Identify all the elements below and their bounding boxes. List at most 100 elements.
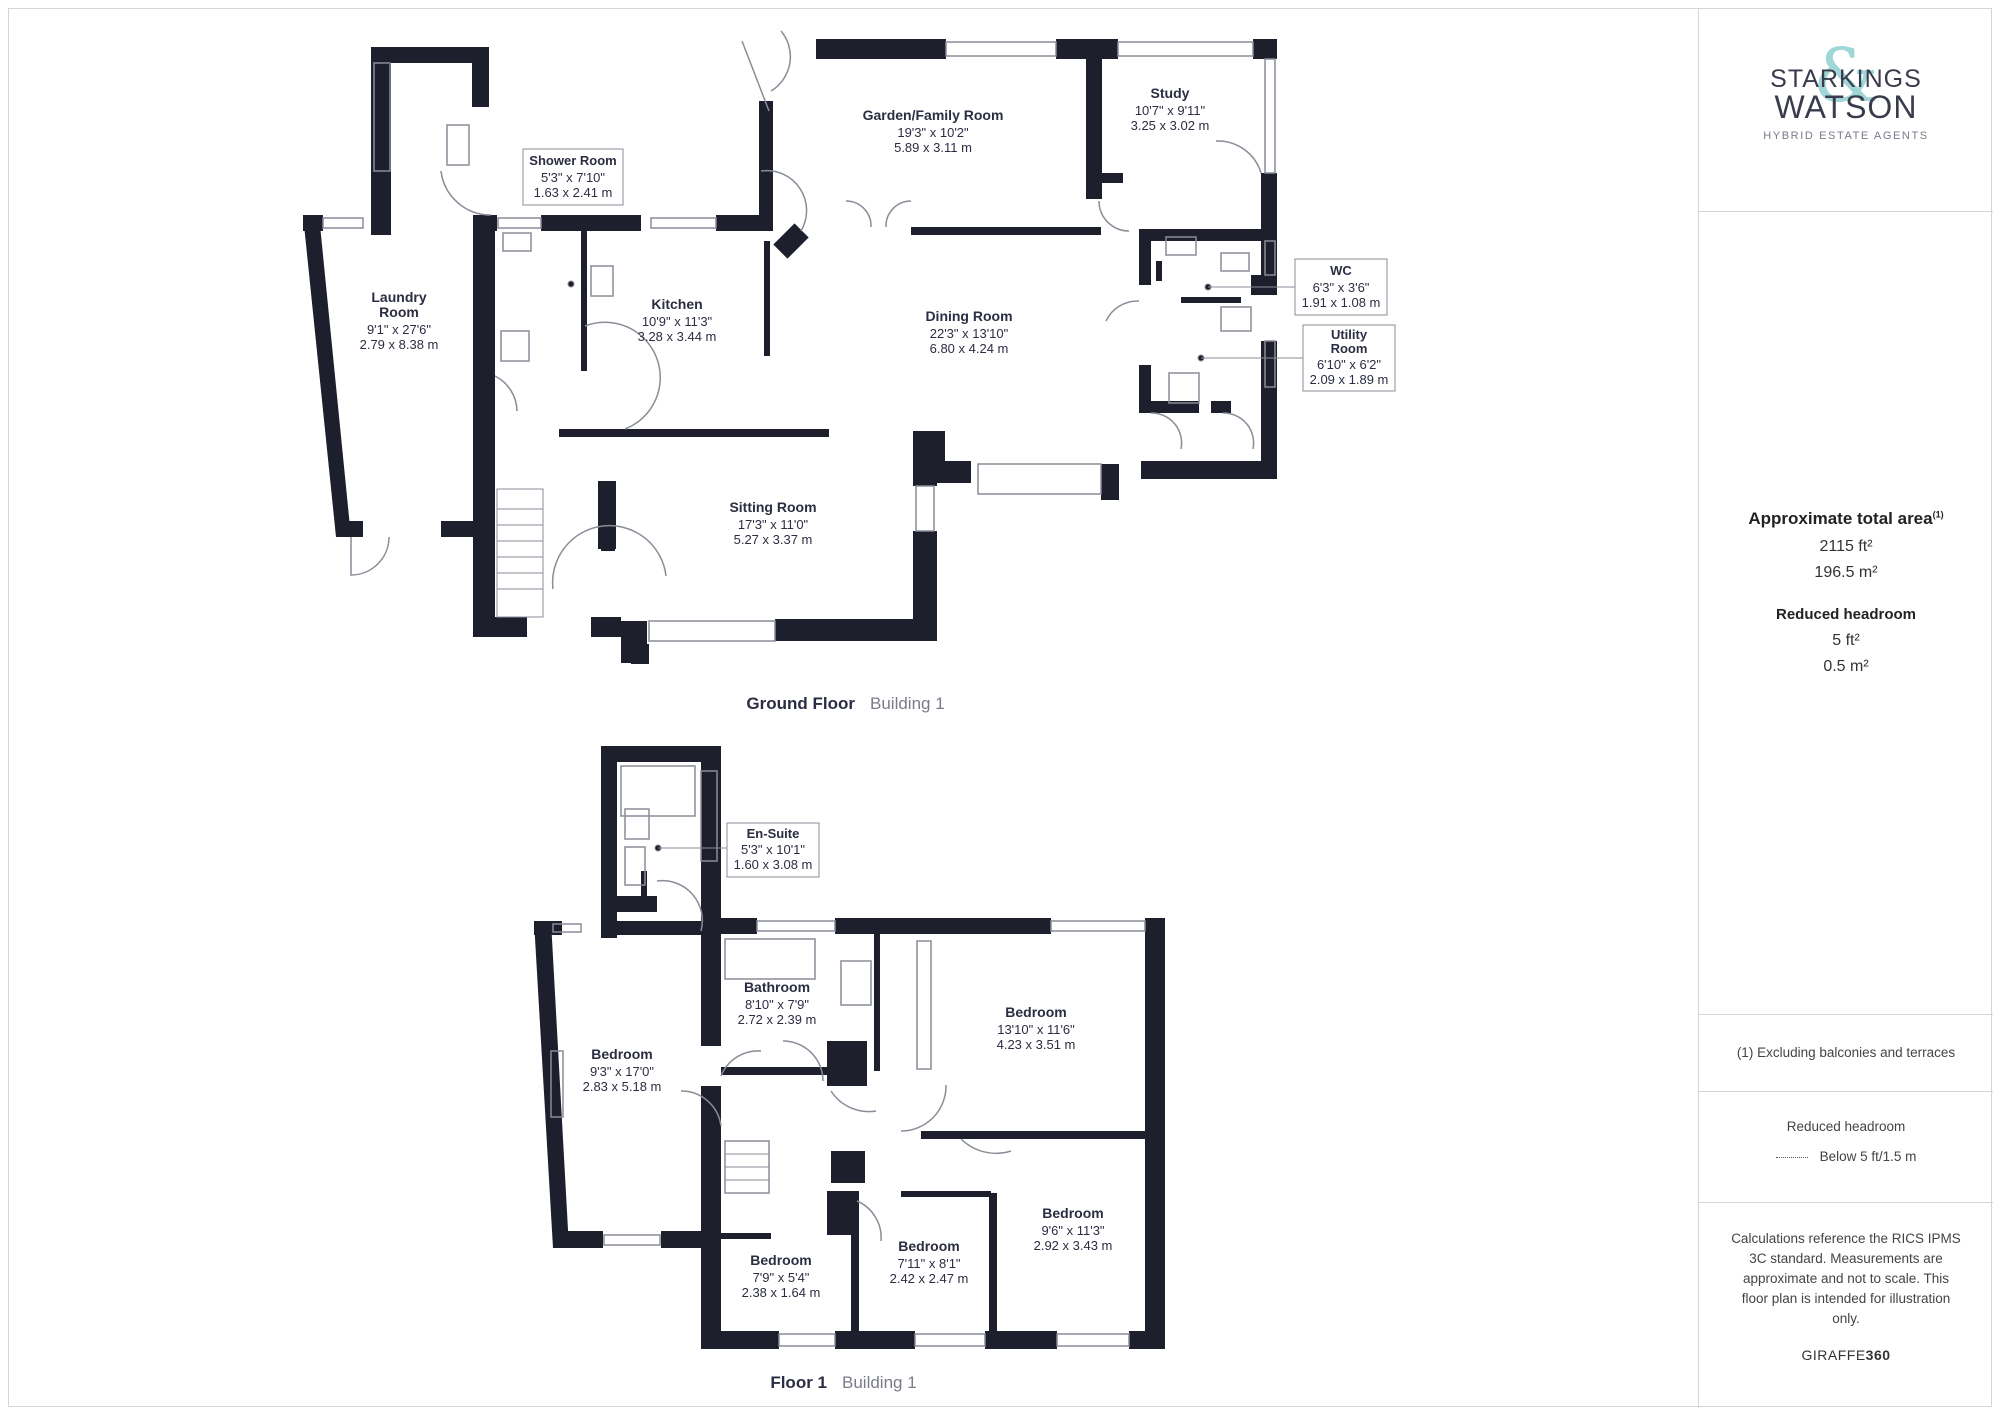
- footnote: (1) Excluding balconies and terraces: [1736, 1045, 1956, 1060]
- svg-text:Kitchen: Kitchen: [651, 296, 702, 312]
- reduced-headroom-m: 0.5 m²: [1823, 658, 1869, 675]
- callout-leaders: [567, 280, 1303, 852]
- svg-text:Room: Room: [379, 304, 419, 320]
- svg-text:En-Suite: En-Suite: [747, 826, 800, 841]
- svg-text:4.23 x 3.51 m: 4.23 x 3.51 m: [997, 1037, 1076, 1052]
- dining-room-label: Dining Room 22'3" x 13'10" 6.80 x 4.24 m: [925, 308, 1012, 356]
- legend-title: Reduced headroom: [1786, 1119, 1906, 1134]
- laundry-label: Laundry Room 9'1" x 27'6" 2.79 x 8.38 m: [360, 289, 439, 352]
- legend-item: Below 5 ft/1.5 m: [1699, 1147, 1993, 1167]
- dotted-line-icon: [1775, 1156, 1808, 1158]
- shower-room-label: Shower Room 5'3" x 7'10" 1.63 x 2.41 m: [522, 148, 624, 206]
- svg-text:Room: Room: [1331, 341, 1368, 356]
- svg-text:9'3" x 17'0": 9'3" x 17'0": [590, 1064, 654, 1079]
- floor-plan-sheet: Laundry Room 9'1" x 27'6" 2.79 x 8.38 m …: [8, 8, 1993, 1408]
- svg-text:6'10" x 6'2": 6'10" x 6'2": [1317, 357, 1381, 372]
- ensuite-label: En-Suite 5'3" x 10'1" 1.60 x 3.08 m: [726, 822, 820, 878]
- stairs-ground: [496, 488, 544, 618]
- svg-text:1.63 x 2.41 m: 1.63 x 2.41 m: [534, 185, 613, 200]
- bathroom-label: Bathroom 8'10" x 7'9" 2.72 x 2.39 m: [738, 979, 817, 1027]
- wc-label: WC 6'3" x 3'6" 1.91 x 1.08 m: [1294, 258, 1388, 316]
- svg-text:22'3" x 13'10": 22'3" x 13'10": [930, 326, 1009, 341]
- svg-text:Bedroom: Bedroom: [1005, 1004, 1066, 1020]
- svg-text:Study: Study: [1151, 85, 1190, 101]
- divider: [1699, 1202, 1993, 1203]
- svg-text:5'3" x 7'10": 5'3" x 7'10": [541, 170, 605, 185]
- disclaimer: Calculations reference the RICS IPMS 3C …: [1731, 1231, 1961, 1326]
- svg-text:Sitting Room: Sitting Room: [729, 499, 816, 515]
- svg-text:10'9" x 11'3": 10'9" x 11'3": [642, 314, 713, 329]
- total-area-m: 196.5 m²: [1814, 564, 1878, 581]
- brand-line-2: WATSON: [1774, 89, 1918, 125]
- svg-text:2.42 x 2.47 m: 2.42 x 2.47 m: [890, 1271, 969, 1286]
- ampersand-mark: &: [1813, 33, 1879, 119]
- brand-line-1: STARKINGS: [1770, 65, 1922, 93]
- svg-text:13'10" x 11'6": 13'10" x 11'6": [997, 1022, 1075, 1037]
- brand-tagline: HYBRID ESTATE AGENTS: [1763, 130, 1929, 142]
- svg-text:10'7" x 9'11": 10'7" x 9'11": [1135, 103, 1206, 118]
- svg-text:2.92 x 3.43 m: 2.92 x 3.43 m: [1034, 1238, 1113, 1253]
- svg-text:3.25 x 3.02 m: 3.25 x 3.02 m: [1131, 118, 1210, 133]
- svg-text:Shower Room: Shower Room: [529, 153, 616, 168]
- svg-text:1.60 x 3.08 m: 1.60 x 3.08 m: [734, 857, 813, 872]
- giraffe360-credit: GIRAFFE360: [1801, 1347, 1891, 1363]
- ground-floor-title: Ground Floor: [746, 694, 855, 713]
- bedroom-main-label: Bedroom 13'10" x 11'6" 4.23 x 3.51 m: [997, 1004, 1076, 1052]
- svg-text:Garden/Family Room: Garden/Family Room: [863, 107, 1004, 123]
- svg-text:9'6" x 11'3": 9'6" x 11'3": [1041, 1223, 1104, 1238]
- total-area-ft: 2115 ft²: [1819, 538, 1873, 555]
- svg-text:19'3" x 10'2": 19'3" x 10'2": [897, 125, 969, 140]
- info-panel: & STARKINGS WATSON HYBRID ESTATE AGENTS …: [1698, 9, 1993, 1408]
- svg-text:9'1" x 27'6": 9'1" x 27'6": [367, 322, 431, 337]
- door-swings-ground: [350, 30, 1262, 590]
- svg-text:2.79 x 8.38 m: 2.79 x 8.38 m: [360, 337, 439, 352]
- svg-text:5.89 x 3.11 m: 5.89 x 3.11 m: [894, 140, 972, 155]
- sitting-room-label: Sitting Room 17'3" x 11'0" 5.27 x 3.37 m: [729, 499, 816, 547]
- svg-text:Bedroom: Bedroom: [750, 1252, 811, 1268]
- divider: [1699, 211, 1993, 212]
- door-swings-floor-1: [656, 879, 1012, 1242]
- utility-room-label: Utility Room 6'10" x 6'2" 2.09 x 1.89 m: [1302, 324, 1396, 392]
- svg-text:WC: WC: [1330, 263, 1352, 278]
- garden-room-label: Garden/Family Room 19'3" x 10'2" 5.89 x …: [863, 107, 1004, 155]
- bedroom-mid-label: Bedroom 7'11" x 8'1" 2.42 x 2.47 m: [890, 1238, 969, 1286]
- study-label: Study 10'7" x 9'11" 3.25 x 3.02 m: [1131, 85, 1210, 133]
- reduced-headroom-title: Reduced headroom: [1775, 606, 1917, 623]
- bedroom-small-label: Bedroom 7'9" x 5'4" 2.38 x 1.64 m: [742, 1252, 821, 1300]
- divider: [1699, 1014, 1993, 1015]
- ground-floor-building: Building 1: [870, 694, 945, 713]
- svg-text:2.38 x 1.64 m: 2.38 x 1.64 m: [742, 1285, 821, 1300]
- room-labels-floor-1: En-Suite 5'3" x 10'1" 1.60 x 3.08 m Bedr…: [583, 822, 1113, 1300]
- floor-titles: Ground Floor Building 1 Floor 1 Building…: [746, 694, 944, 1392]
- svg-text:2.72 x 2.39 m: 2.72 x 2.39 m: [738, 1012, 817, 1027]
- svg-text:17'3" x 11'0": 17'3" x 11'0": [738, 517, 809, 532]
- plan-area: Laundry Room 9'1" x 27'6" 2.79 x 8.38 m …: [9, 9, 1699, 1408]
- svg-text:Bedroom: Bedroom: [1042, 1205, 1103, 1221]
- svg-text:Dining Room: Dining Room: [925, 308, 1012, 324]
- svg-text:2.83 x 5.18 m: 2.83 x 5.18 m: [583, 1079, 662, 1094]
- svg-text:8'10" x 7'9": 8'10" x 7'9": [745, 997, 809, 1012]
- bedroom-right-label: Bedroom 9'6" x 11'3" 2.92 x 3.43 m: [1034, 1205, 1113, 1253]
- floor-1-title: Floor 1: [770, 1373, 827, 1392]
- walls-ground-floor: [303, 39, 1277, 664]
- svg-text:7'11" x 8'1": 7'11" x 8'1": [897, 1256, 960, 1271]
- stairs-floor-1: [724, 1140, 770, 1194]
- bedroom-left-label: Bedroom 9'3" x 17'0" 2.83 x 5.18 m: [583, 1046, 662, 1094]
- room-labels-ground: Laundry Room 9'1" x 27'6" 2.79 x 8.38 m …: [360, 85, 1396, 547]
- divider: [1699, 1091, 1993, 1092]
- windows-ground: [322, 41, 1276, 642]
- floor-plan-drawing: Laundry Room 9'1" x 27'6" 2.79 x 8.38 m …: [303, 30, 1396, 1392]
- svg-text:6.80 x 4.24 m: 6.80 x 4.24 m: [930, 341, 1009, 356]
- kitchen-label: Kitchen 10'9" x 11'3" 3.28 x 3.44 m: [638, 296, 717, 344]
- svg-text:3.28 x 3.44 m: 3.28 x 3.44 m: [638, 329, 717, 344]
- svg-text:Bedroom: Bedroom: [898, 1238, 959, 1254]
- svg-text:5.27 x 3.37 m: 5.27 x 3.37 m: [734, 532, 813, 547]
- svg-text:1.91 x 1.08 m: 1.91 x 1.08 m: [1302, 295, 1381, 310]
- svg-text:Bathroom: Bathroom: [744, 979, 810, 995]
- svg-text:Laundry: Laundry: [371, 289, 426, 305]
- svg-text:Bedroom: Bedroom: [591, 1046, 652, 1062]
- svg-text:7'9" x 5'4": 7'9" x 5'4": [753, 1270, 810, 1285]
- total-area-title: Approximate total area(1): [1748, 509, 1944, 528]
- legend: Reduced headroom Below 5 ft/1.5 m: [1699, 1117, 1993, 1167]
- area-summary: Approximate total area(1) 2115 ft² 196.5…: [1699, 509, 1993, 676]
